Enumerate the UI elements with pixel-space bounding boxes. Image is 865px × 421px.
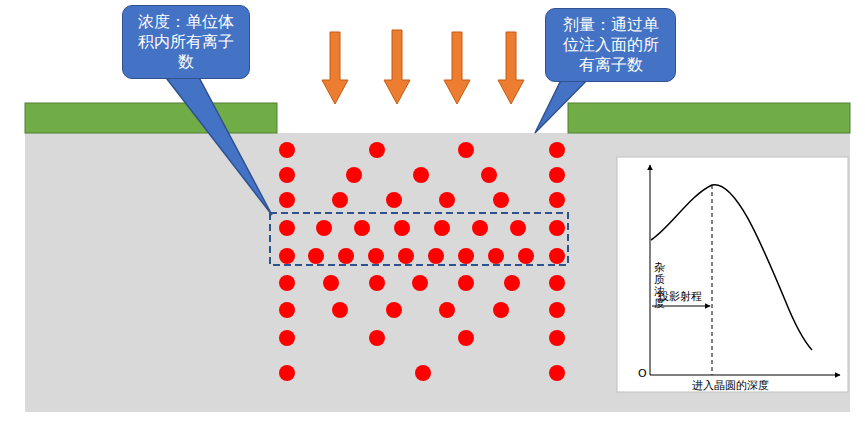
ion <box>369 275 385 291</box>
ion <box>316 220 332 236</box>
ion <box>481 167 497 183</box>
ion <box>458 248 474 264</box>
ion <box>279 275 295 291</box>
inset-chart <box>617 157 848 392</box>
ion <box>398 248 414 264</box>
ion <box>415 365 431 381</box>
ion <box>308 248 324 264</box>
ion <box>368 248 384 264</box>
axis-label: 进入晶圆的深度 <box>692 380 769 392</box>
ion <box>386 302 402 318</box>
ion <box>439 302 455 318</box>
callout-box: 剂量：通过单位注入面的所有离子数 <box>545 8 676 82</box>
ion <box>279 365 295 381</box>
range-label: 投影射程 <box>658 291 702 303</box>
ion <box>549 365 565 381</box>
ion <box>279 330 295 346</box>
ion <box>549 248 565 264</box>
ion <box>412 275 428 291</box>
concentration-region <box>270 213 568 265</box>
ion <box>472 220 488 236</box>
ion <box>279 192 295 208</box>
ion <box>549 302 565 318</box>
ion <box>434 220 450 236</box>
ion <box>439 192 455 208</box>
ion <box>279 220 295 236</box>
ion <box>458 275 474 291</box>
ion <box>346 167 362 183</box>
ion <box>323 275 339 291</box>
ion <box>549 167 565 183</box>
callout-pointer <box>160 70 272 215</box>
ion <box>549 142 565 158</box>
ion <box>510 220 526 236</box>
y-axis <box>650 165 651 375</box>
ion <box>338 248 354 264</box>
ion <box>279 248 295 264</box>
mask <box>25 103 277 133</box>
mask <box>568 103 850 133</box>
ion <box>428 248 444 264</box>
axis-label: 杂质浓度 <box>654 262 665 310</box>
ion <box>279 142 295 158</box>
callout-text: 剂量：通过单位注入面的所有离子数 <box>556 15 665 75</box>
ion <box>549 220 565 236</box>
ion <box>279 302 295 318</box>
ion <box>549 192 565 208</box>
ion <box>488 248 504 264</box>
x-axis <box>650 375 840 376</box>
profile-curve <box>651 185 812 350</box>
ion <box>332 302 348 318</box>
ion <box>504 275 520 291</box>
ion-beam <box>322 30 524 104</box>
ion <box>413 167 429 183</box>
ions <box>279 142 565 381</box>
ion <box>549 275 565 291</box>
ion <box>518 248 534 264</box>
callout-text: 浓度：单位体积内所有离子数 <box>133 12 239 72</box>
callout-box: 浓度：单位体积内所有离子数 <box>122 5 250 79</box>
ion <box>458 142 474 158</box>
ion <box>493 302 509 318</box>
ion <box>279 167 295 183</box>
ion <box>332 192 348 208</box>
ion <box>549 330 565 346</box>
ion <box>386 192 402 208</box>
peak-line <box>712 185 713 375</box>
ion <box>394 220 410 236</box>
ion <box>493 192 509 208</box>
ion <box>369 330 385 346</box>
ion <box>369 142 385 158</box>
origin-label: O <box>638 368 647 380</box>
ion <box>458 330 474 346</box>
ion <box>354 220 370 236</box>
wafer <box>25 133 850 412</box>
